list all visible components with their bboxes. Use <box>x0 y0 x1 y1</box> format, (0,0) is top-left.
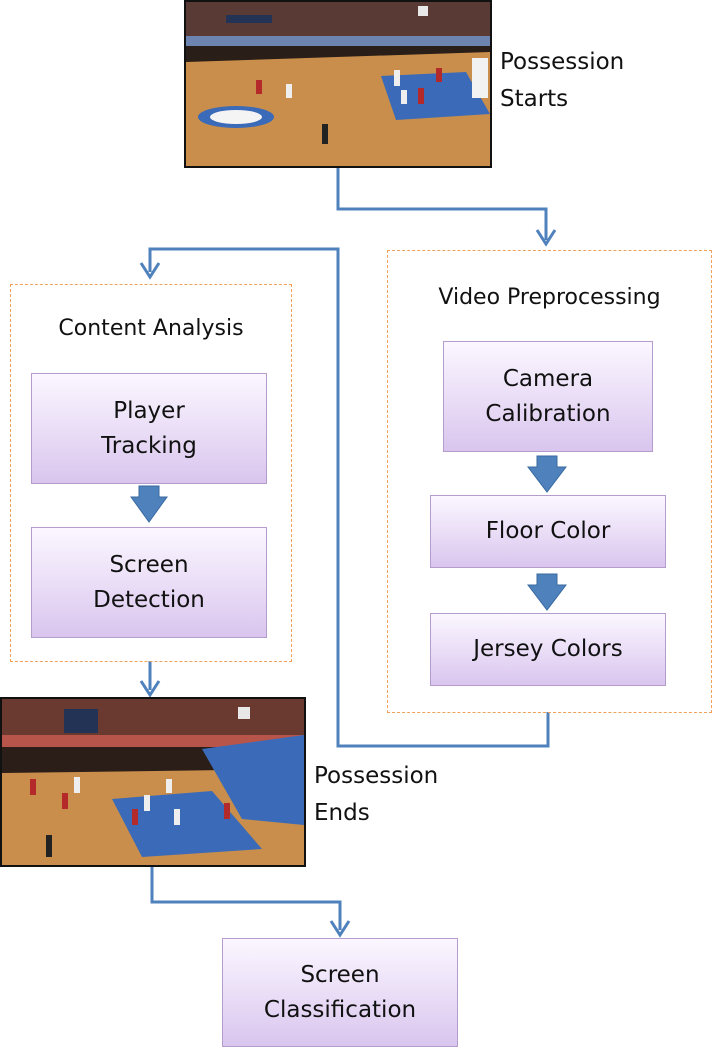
block-arrow-floor-to-jersey <box>526 573 568 611</box>
arrowhead-preprocessing <box>535 229 557 247</box>
arrowhead-end <box>139 680 161 698</box>
video-preprocessing-title: Video Preprocessing <box>438 285 661 310</box>
floor-color-box: Floor Color <box>430 495 666 568</box>
possession-start-caption: Possession Starts <box>500 49 625 112</box>
connector-preprocessing-to-analysis <box>148 247 550 748</box>
screen-detection-label: Screen Detection <box>93 551 205 613</box>
basketball-court-image <box>2 699 304 865</box>
camera-calibration-box: Camera Calibration <box>443 341 653 452</box>
jersey-colors-label: Jersey Colors <box>473 636 623 662</box>
connector-start-to-preprocessing <box>336 165 548 240</box>
player-tracking-label: Player Tracking <box>101 397 197 459</box>
jersey-colors-box: Jersey Colors <box>430 613 666 686</box>
block-arrow-calibration-to-floor <box>526 455 568 493</box>
arrowhead-analysis <box>139 262 161 280</box>
content-analysis-title: Content Analysis <box>58 316 244 341</box>
screen-detection-box: Screen Detection <box>31 527 267 638</box>
possession-end-frame <box>0 697 306 867</box>
connector-end-to-classification <box>150 864 342 930</box>
camera-calibration-label: Camera Calibration <box>485 365 611 427</box>
block-arrow-tracking-to-detection <box>130 485 168 523</box>
player-tracking-box: Player Tracking <box>31 373 267 484</box>
content-analysis-group: Content Analysis Player Tracking Screen … <box>10 284 292 662</box>
arrowhead-classification <box>329 920 351 938</box>
floor-color-label: Floor Color <box>485 518 611 544</box>
possession-start-frame <box>184 0 492 168</box>
possession-end-caption: Possession Ends <box>314 763 439 826</box>
video-preprocessing-group: Video Preprocessing Camera Calibration F… <box>387 250 712 713</box>
basketball-court-image <box>186 2 490 166</box>
screen-classification-box: Screen Classification <box>222 938 458 1047</box>
screen-classification-label: Screen Classification <box>263 961 417 1023</box>
